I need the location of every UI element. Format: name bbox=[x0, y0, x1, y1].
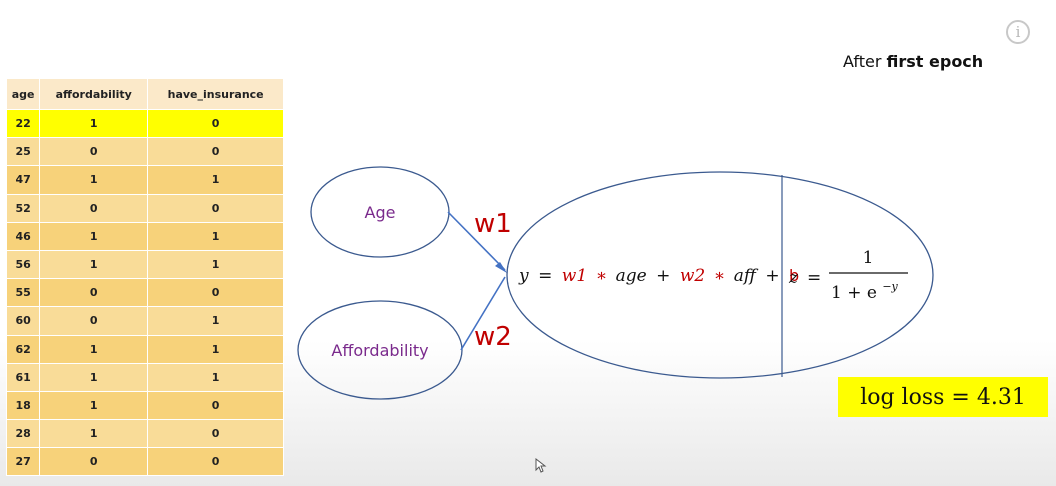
eq-times-2: ∗ bbox=[714, 266, 726, 286]
cell-age: 22 bbox=[5, 108, 41, 139]
cell-affordability: 0 bbox=[39, 193, 149, 223]
epoch-prefix: After bbox=[843, 52, 882, 71]
cell-have-insurance: 0 bbox=[147, 193, 284, 223]
log-loss-text: log loss = 4.31 bbox=[860, 384, 1026, 410]
cell-have-insurance: 1 bbox=[147, 165, 284, 195]
column-header-have-insurance: have_insurance bbox=[147, 78, 284, 110]
linear-equation: y = w1 ∗ age + w2 ∗ aff + b bbox=[518, 266, 799, 286]
age-input-label: Age bbox=[365, 203, 396, 222]
eq-w1: w1 bbox=[562, 266, 587, 286]
cell-affordability: 1 bbox=[39, 165, 149, 195]
cell-age: 27 bbox=[5, 447, 41, 477]
cell-age: 47 bbox=[5, 165, 41, 195]
cell-have-insurance: 1 bbox=[147, 221, 284, 251]
cell-have-insurance: 1 bbox=[147, 334, 284, 364]
sigmoid-exponent: −y bbox=[882, 280, 898, 293]
eq-equals: = bbox=[538, 266, 552, 286]
sigmoid-z: z bbox=[788, 268, 799, 288]
cell-age: 61 bbox=[5, 362, 41, 392]
epoch-title: After first epoch bbox=[843, 52, 983, 71]
neuron-node bbox=[506, 171, 934, 379]
cell-have-insurance: 0 bbox=[147, 447, 284, 477]
edge-arrowhead bbox=[495, 262, 507, 273]
sigmoid-denominator-base: 1 + e bbox=[831, 283, 877, 303]
sigmoid-equals: = bbox=[807, 268, 821, 288]
cell-age: 62 bbox=[5, 334, 41, 364]
mouse-cursor-icon bbox=[535, 458, 547, 473]
cell-age: 18 bbox=[5, 390, 41, 421]
cell-have-insurance: 0 bbox=[147, 108, 284, 139]
cell-affordability: 0 bbox=[39, 447, 149, 477]
eq-w2: w2 bbox=[680, 266, 705, 286]
cell-age: 28 bbox=[5, 419, 41, 449]
weight-w1-label: w1 bbox=[474, 209, 512, 239]
column-header-affordability: affordability bbox=[39, 78, 149, 110]
eq-y: y bbox=[518, 266, 529, 286]
eq-bias: b bbox=[789, 266, 799, 285]
cell-age: 46 bbox=[5, 221, 41, 251]
epoch-bold: first epoch bbox=[886, 52, 984, 71]
weight-w2-label: w2 bbox=[474, 322, 512, 352]
cell-age: 56 bbox=[5, 249, 41, 280]
sigmoid-numerator: 1 bbox=[863, 248, 874, 268]
eq-plus-1: + bbox=[656, 266, 670, 286]
cell-affordability: 0 bbox=[39, 137, 149, 167]
cell-affordability: 0 bbox=[39, 306, 149, 336]
eq-age: age bbox=[616, 266, 647, 286]
cell-affordability: 1 bbox=[39, 419, 149, 449]
cell-affordability: 1 bbox=[39, 249, 149, 280]
eq-aff: aff bbox=[734, 266, 759, 286]
eq-times-1: ∗ bbox=[596, 266, 608, 286]
sigmoid-denominator: 1 + e −y bbox=[831, 280, 899, 303]
info-icon[interactable]: i bbox=[1006, 20, 1030, 44]
cell-affordability: 1 bbox=[39, 362, 149, 392]
age-edge bbox=[447, 211, 506, 271]
cell-have-insurance: 0 bbox=[147, 278, 284, 308]
affordability-edge bbox=[460, 276, 506, 351]
log-loss-badge: log loss = 4.31 bbox=[838, 377, 1048, 417]
cell-age: 60 bbox=[5, 306, 41, 336]
cell-have-insurance: 0 bbox=[147, 390, 284, 421]
cell-affordability: 1 bbox=[39, 390, 149, 421]
cell-have-insurance: 1 bbox=[147, 362, 284, 392]
affordability-input-node bbox=[297, 300, 463, 400]
table-header-row: age affordability have_insurance bbox=[5, 78, 284, 110]
cell-have-insurance: 1 bbox=[147, 306, 284, 336]
eq-plus-2: + bbox=[765, 266, 779, 286]
affordability-input-label: Affordability bbox=[331, 341, 428, 360]
cell-affordability: 1 bbox=[39, 334, 149, 364]
column-header-age: age bbox=[5, 78, 41, 110]
info-icon-glyph: i bbox=[1015, 23, 1021, 41]
cell-age: 55 bbox=[5, 278, 41, 308]
cell-have-insurance: 0 bbox=[147, 419, 284, 449]
